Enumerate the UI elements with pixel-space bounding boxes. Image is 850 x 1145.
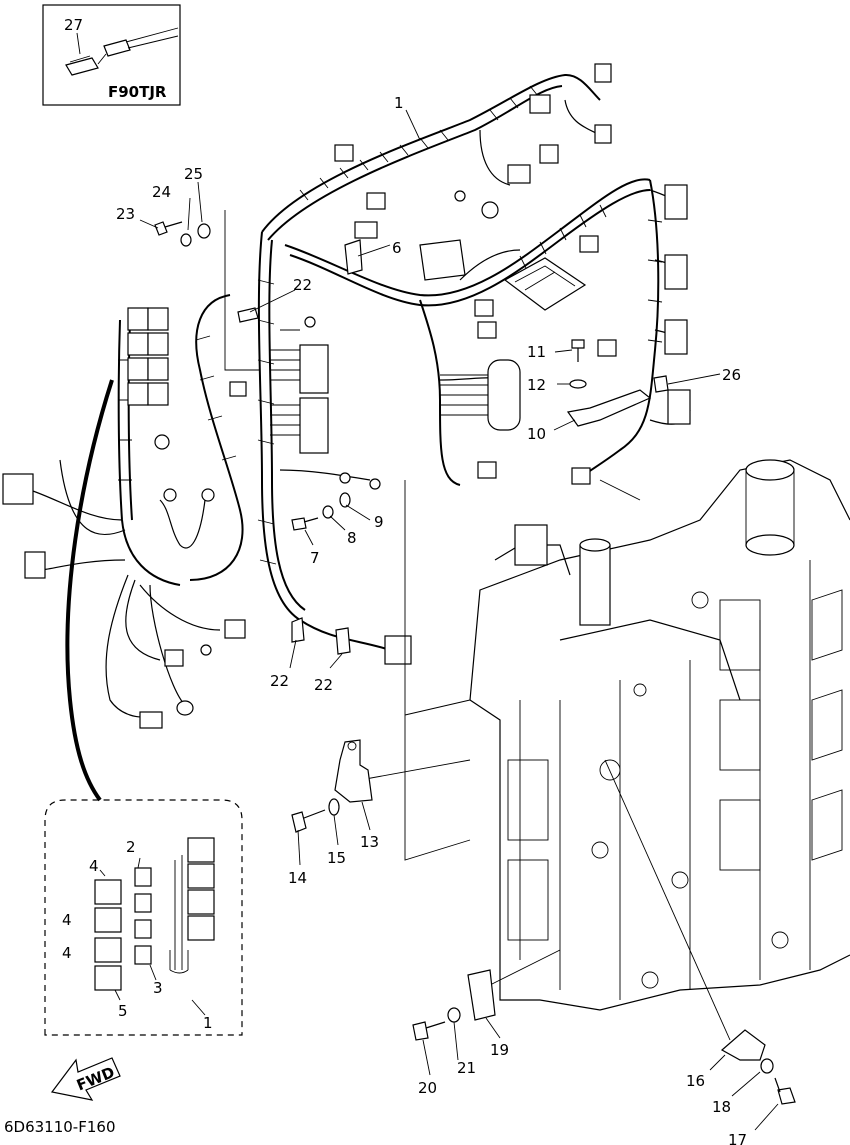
callout-22-left: 22 bbox=[270, 672, 289, 690]
inset-model-label: F90TJR bbox=[108, 83, 167, 101]
callout-5: 5 bbox=[118, 1002, 128, 1020]
relay-cluster bbox=[127, 307, 169, 406]
leader-lines bbox=[139, 109, 779, 1131]
callout-14: 14 bbox=[288, 869, 307, 887]
callout-1-detail: 1 bbox=[203, 1014, 213, 1032]
detail-relay-view: 2 3 4 4 4 5 1 bbox=[44, 799, 243, 1036]
callout-17: 17 bbox=[728, 1131, 747, 1145]
engine-block bbox=[469, 459, 850, 1011]
callout-4-bot: 4 bbox=[62, 944, 72, 962]
detail-frame bbox=[44, 799, 243, 1036]
inset-frame bbox=[42, 4, 181, 106]
drawing-code: 6D63110-F160 bbox=[4, 1118, 115, 1136]
callout-8: 8 bbox=[347, 529, 357, 547]
callout-27: 27 bbox=[64, 16, 83, 34]
callout-1: 1 bbox=[394, 94, 404, 112]
callout-7: 7 bbox=[310, 549, 320, 567]
callout-numbers: 1 6 7 8 9 10 11 12 13 14 15 16 17 18 19 … bbox=[116, 94, 747, 1145]
harness-connectors bbox=[2, 63, 691, 729]
callout-22-upper: 22 bbox=[293, 276, 312, 294]
callout-18: 18 bbox=[712, 1098, 731, 1116]
callout-2: 2 bbox=[126, 838, 136, 856]
callout-22-right: 22 bbox=[314, 676, 333, 694]
callout-25: 25 bbox=[184, 165, 203, 183]
callout-23: 23 bbox=[116, 205, 135, 223]
detail-leader-line bbox=[65, 379, 114, 802]
reference-lines bbox=[224, 210, 731, 1041]
inset-f90tjr: 27 F90TJR bbox=[42, 4, 181, 106]
callout-4-top: 4 bbox=[89, 857, 99, 875]
callout-10: 10 bbox=[527, 425, 546, 443]
callout-4-mid: 4 bbox=[62, 911, 72, 929]
callout-12: 12 bbox=[527, 376, 546, 394]
callout-6: 6 bbox=[392, 239, 402, 257]
callout-20: 20 bbox=[418, 1079, 437, 1097]
callout-15: 15 bbox=[327, 849, 346, 867]
callout-9: 9 bbox=[374, 513, 384, 531]
fwd-arrow: FWD bbox=[50, 1057, 121, 1101]
callout-16: 16 bbox=[686, 1072, 705, 1090]
callout-24: 24 bbox=[152, 183, 171, 201]
fwd-arrow-icon bbox=[50, 1057, 121, 1101]
callout-13: 13 bbox=[360, 833, 379, 851]
connector-27-drawing bbox=[65, 27, 179, 76]
hardware-parts bbox=[154, 221, 796, 1105]
callout-21: 21 bbox=[457, 1059, 476, 1077]
callout-11: 11 bbox=[527, 343, 546, 361]
callout-19: 19 bbox=[490, 1041, 509, 1059]
callout-26: 26 bbox=[722, 366, 741, 384]
callout-3: 3 bbox=[153, 979, 163, 997]
